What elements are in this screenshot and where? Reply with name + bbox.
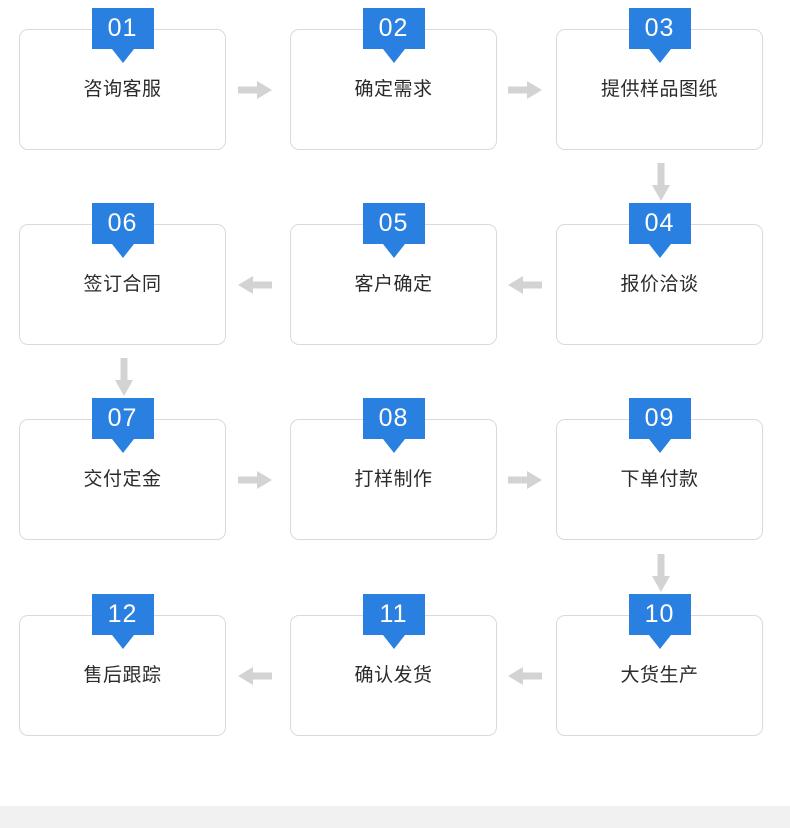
arrow-right-icon	[508, 471, 542, 489]
arrow-left-icon	[238, 276, 272, 294]
flow-node-label: 确定需求	[354, 79, 433, 100]
step-number: 04	[644, 209, 675, 237]
badge-pointer-icon	[111, 49, 134, 63]
step-badge-07: 07	[91, 398, 154, 453]
step-badge-03: 03	[628, 8, 691, 63]
badge-pointer-icon	[648, 244, 671, 258]
step-number: 03	[644, 14, 675, 42]
flow-node-label: 大货生产	[620, 665, 699, 686]
badge-pointer-icon	[111, 439, 134, 453]
arrow-right-icon	[238, 81, 272, 99]
flow-row-4: 12 售后跟踪 11 确认发货 10	[0, 594, 790, 737]
flow-node-label: 提供样品图纸	[600, 79, 718, 100]
step-badge-01: 01	[91, 8, 154, 63]
arrow-down-icon	[652, 554, 670, 592]
flow-node-01[interactable]: 01 咨询客服	[19, 8, 226, 150]
step-number: 08	[378, 404, 409, 432]
flow-node-09[interactable]: 09 下单付款	[556, 398, 763, 540]
flow-node-label: 售后跟踪	[83, 665, 162, 686]
flow-node-label: 交付定金	[83, 469, 162, 490]
step-badge-05: 05	[362, 203, 425, 258]
badge-pointer-icon	[648, 439, 671, 453]
step-number: 05	[378, 209, 409, 237]
flow-row-1: 01 咨询客服 02 确定需求 03	[0, 8, 790, 151]
step-number: 12	[107, 600, 138, 628]
flow-node-label: 咨询客服	[83, 79, 162, 100]
step-number: 10	[644, 600, 675, 628]
step-number: 01	[107, 14, 138, 42]
flow-node-02[interactable]: 02 确定需求	[290, 8, 497, 150]
flow-node-11[interactable]: 11 确认发货	[290, 594, 497, 736]
flow-node-04[interactable]: 04 报价洽谈	[556, 203, 763, 345]
flow-node-label: 下单付款	[620, 469, 699, 490]
flow-node-06[interactable]: 06 签订合同	[19, 203, 226, 345]
badge-pointer-icon	[648, 49, 671, 63]
badge-pointer-icon	[382, 49, 405, 63]
flow-node-12[interactable]: 12 售后跟踪	[19, 594, 226, 736]
flow-node-08[interactable]: 08 打样制作	[290, 398, 497, 540]
flow-node-label: 确认发货	[354, 665, 433, 686]
flow-row-3: 07 交付定金 08 打样制作 09	[0, 398, 790, 541]
step-badge-10: 10	[628, 594, 691, 649]
flow-node-label: 签订合同	[83, 274, 162, 295]
arrow-down-icon	[115, 358, 133, 396]
arrow-left-icon	[508, 667, 542, 685]
step-badge-06: 06	[91, 203, 154, 258]
arrow-left-icon	[508, 276, 542, 294]
badge-pointer-icon	[382, 635, 405, 649]
step-badge-08: 08	[362, 398, 425, 453]
arrow-right-icon	[238, 471, 272, 489]
flow-node-10[interactable]: 10 大货生产	[556, 594, 763, 736]
arrow-right-icon	[508, 81, 542, 99]
flow-node-05[interactable]: 05 客户确定	[290, 203, 497, 345]
arrow-down-icon	[652, 163, 670, 201]
step-badge-04: 04	[628, 203, 691, 258]
arrow-left-icon	[238, 667, 272, 685]
flowchart-canvas: 01 咨询客服 02 确定需求 03	[0, 8, 790, 737]
badge-pointer-icon	[111, 244, 134, 258]
badge-pointer-icon	[648, 635, 671, 649]
step-number: 09	[644, 404, 675, 432]
badge-pointer-icon	[111, 635, 134, 649]
flow-node-label: 客户确定	[354, 274, 433, 295]
step-badge-11: 11	[362, 594, 425, 649]
step-number: 07	[107, 404, 138, 432]
step-badge-09: 09	[628, 398, 691, 453]
flow-node-label: 打样制作	[354, 469, 433, 490]
badge-pointer-icon	[382, 244, 405, 258]
flow-node-03[interactable]: 03 提供样品图纸	[556, 8, 763, 150]
step-number: 02	[378, 14, 409, 42]
flow-row-2: 06 签订合同 05 客户确定 04	[0, 203, 790, 346]
step-badge-12: 12	[91, 594, 154, 649]
step-number: 06	[107, 209, 138, 237]
step-number: 11	[379, 600, 408, 628]
bottom-divider-band	[0, 806, 790, 828]
step-badge-02: 02	[362, 8, 425, 63]
flow-node-label: 报价洽谈	[620, 274, 699, 295]
badge-pointer-icon	[382, 439, 405, 453]
flow-node-07[interactable]: 07 交付定金	[19, 398, 226, 540]
